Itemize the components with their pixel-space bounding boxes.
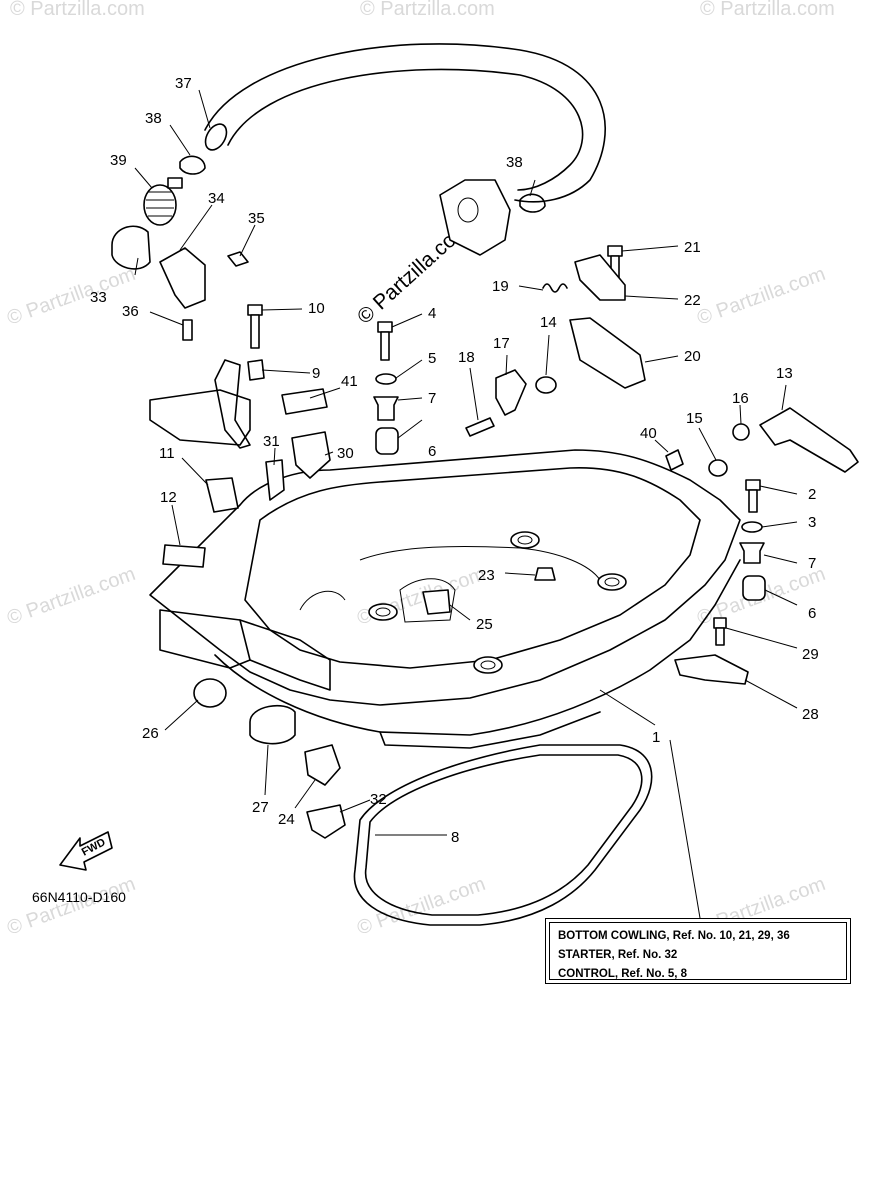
watermark: © Partzilla.com xyxy=(4,263,138,330)
hose-part xyxy=(204,43,606,203)
fwd-arrow: FWD xyxy=(59,831,113,871)
callout-31: 31 xyxy=(263,433,280,450)
callout-28: 28 xyxy=(802,706,819,723)
watermark: © Partzilla.com xyxy=(354,563,488,630)
callout-6b: 6 xyxy=(808,605,816,622)
reference-box: BOTTOM COWLING, Ref. No. 10, 21, 29, 36 … xyxy=(545,918,851,984)
callout-11: 11 xyxy=(159,445,175,462)
callout-12: 12 xyxy=(160,489,177,506)
callout-17: 17 xyxy=(493,335,510,352)
callout-15: 15 xyxy=(686,410,703,427)
callout-24: 24 xyxy=(278,811,295,828)
leader-lines xyxy=(134,89,798,919)
callouts: 37 38 39 34 35 33 36 10 4 5 7 6 9 41 38 … xyxy=(90,75,819,846)
callout-4: 4 xyxy=(428,305,436,322)
watermark: © Partzilla.com xyxy=(10,0,145,20)
watermark: © Partzilla.com xyxy=(694,263,828,330)
callout-25: 25 xyxy=(476,616,493,633)
callout-33: 33 xyxy=(90,289,107,306)
callout-1: 1 xyxy=(652,729,660,746)
callout-36: 36 xyxy=(122,303,139,320)
callout-10: 10 xyxy=(308,300,325,317)
callout-8: 8 xyxy=(451,829,459,846)
callout-41: 41 xyxy=(341,373,358,390)
reference-box-inner: BOTTOM COWLING, Ref. No. 10, 21, 29, 36 … xyxy=(549,922,847,980)
callout-9: 9 xyxy=(312,365,320,382)
callout-37: 37 xyxy=(175,75,192,92)
callout-29: 29 xyxy=(802,646,819,663)
watermark: © Partzilla.com xyxy=(360,0,495,20)
callout-34: 34 xyxy=(208,190,225,207)
callout-6: 6 xyxy=(428,443,436,460)
callout-7b: 7 xyxy=(808,555,816,572)
callout-39: 39 xyxy=(110,152,127,169)
reference-line-starter: STARTER, Ref. No. 32 xyxy=(558,949,678,961)
reference-line-control: CONTROL, Ref. No. 5, 8 xyxy=(558,968,688,980)
callout-14: 14 xyxy=(540,314,557,331)
callout-16: 16 xyxy=(732,390,749,407)
callout-21: 21 xyxy=(684,239,701,256)
small-parts xyxy=(111,155,859,839)
watermark: © Partzilla.com xyxy=(354,873,488,940)
callout-7: 7 xyxy=(428,390,436,407)
watermark: © Partzilla.com xyxy=(700,0,835,20)
callout-2: 2 xyxy=(808,486,816,503)
callout-18: 18 xyxy=(458,349,475,366)
callout-23: 23 xyxy=(478,567,495,584)
callout-38b: 38 xyxy=(506,154,523,171)
reference-line-bottom-cowling: BOTTOM COWLING, Ref. No. 10, 21, 29, 36 xyxy=(558,930,790,942)
callout-27: 27 xyxy=(252,799,269,816)
watermark: © Partzilla.com xyxy=(4,873,138,940)
seal-part xyxy=(353,744,653,926)
callout-19: 19 xyxy=(492,278,509,295)
callout-26: 26 xyxy=(142,725,159,742)
callout-3: 3 xyxy=(808,514,816,531)
callout-20: 20 xyxy=(684,348,701,365)
callout-13: 13 xyxy=(776,365,793,382)
callout-32: 32 xyxy=(370,791,387,808)
callout-22: 22 xyxy=(684,292,701,309)
callout-30: 30 xyxy=(337,445,354,462)
callout-35: 35 xyxy=(248,210,265,227)
watermark: © Partzilla.com xyxy=(4,563,138,630)
diagram-code: 66N4110-D160 xyxy=(32,889,126,905)
bottom-cowling xyxy=(149,359,741,749)
callout-5: 5 xyxy=(428,350,436,367)
callout-40: 40 xyxy=(640,425,657,442)
callout-38: 38 xyxy=(145,110,162,127)
